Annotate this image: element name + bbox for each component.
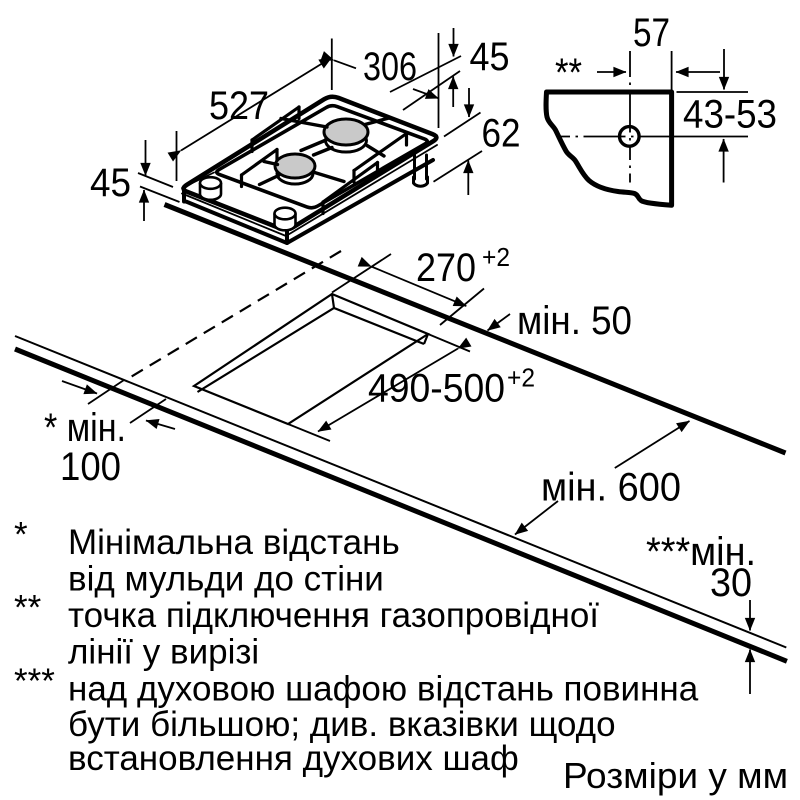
svg-text:Розміри у мм: Розміри у мм: [563, 755, 788, 796]
svg-text:62: 62: [482, 112, 521, 156]
svg-text:точка підключення газопровідно: точка підключення газопровідної: [68, 596, 599, 635]
svg-text:* мін.: * мін.: [44, 406, 126, 450]
svg-text:мін. 50: мін. 50: [517, 299, 632, 343]
svg-text:Мінімальна відстань: Мінімальна відстань: [68, 523, 400, 562]
svg-text:**: **: [555, 51, 582, 95]
svg-text:*: *: [14, 516, 28, 555]
svg-text:57: 57: [633, 11, 670, 55]
svg-text:100: 100: [60, 445, 121, 489]
svg-text:45: 45: [90, 161, 131, 205]
svg-text:***мін.: ***мін.: [646, 530, 756, 574]
svg-text:встановлення духових шаф: встановлення духових шаф: [68, 739, 519, 778]
svg-text:**: **: [14, 589, 42, 628]
svg-text:лінії у вирізі: лінії у вирізі: [68, 633, 259, 672]
svg-text:527: 527: [209, 84, 269, 128]
svg-text:***: ***: [14, 662, 55, 701]
svg-text:490-500: 490-500: [368, 367, 505, 411]
svg-text:над духовою шафою відстань пов: над духовою шафою відстань повинна: [68, 670, 699, 709]
svg-text:+2: +2: [482, 242, 510, 272]
svg-text:306: 306: [363, 45, 417, 89]
svg-text:мін. 600: мін. 600: [541, 466, 681, 510]
svg-text:45: 45: [470, 35, 510, 79]
svg-text:+2: +2: [507, 363, 535, 393]
svg-text:43-53: 43-53: [683, 93, 777, 137]
svg-text:бути більшою; див. вказівки що: бути більшою; див. вказівки щодо: [68, 705, 616, 744]
svg-text:30: 30: [710, 561, 752, 605]
svg-text:від мульди до стіни: від мульди до стіни: [68, 560, 384, 599]
svg-text:270: 270: [416, 246, 476, 290]
